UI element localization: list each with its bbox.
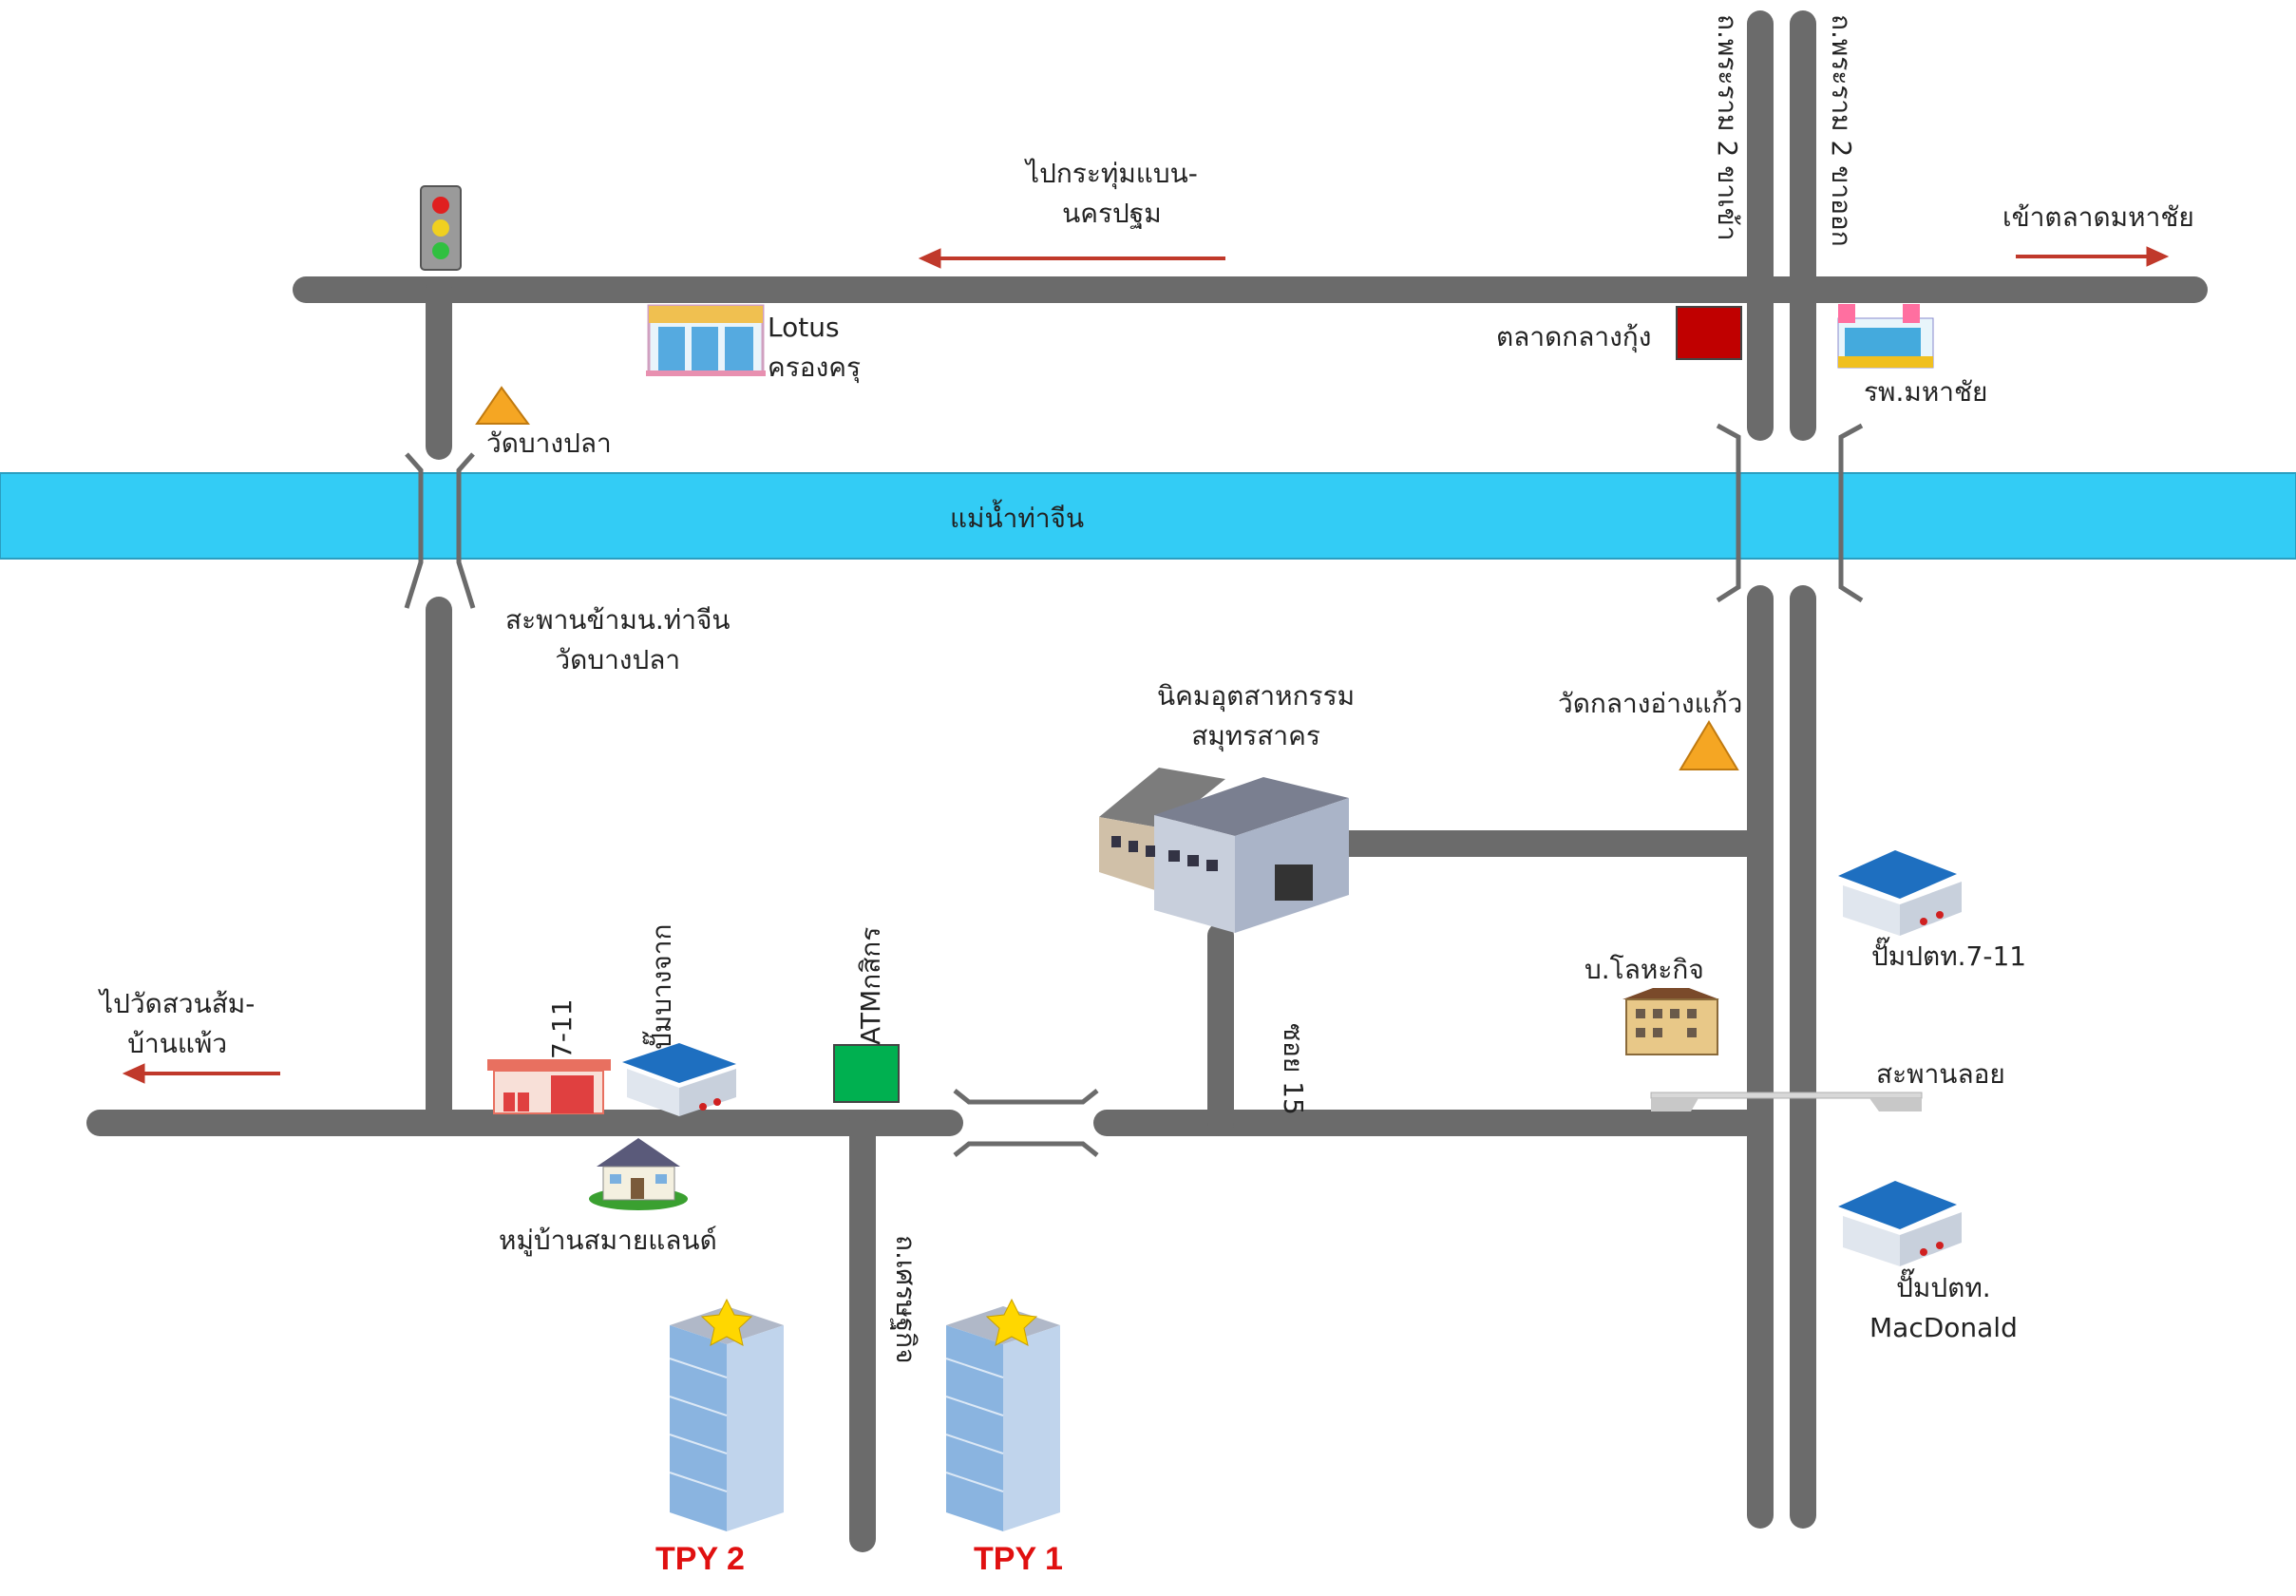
label-floating-bridge: สะพานลอย bbox=[1876, 1058, 2005, 1090]
label-wat-bang-pla: วัดบางปลา bbox=[486, 428, 612, 459]
label-atm-kasikorn: ATMกสิกร bbox=[855, 926, 886, 1045]
label-bridge-wat-bang-pla: สะพานข้ามน.ท่าจีน วัดบางปลา bbox=[505, 604, 731, 675]
arrow-left-icon bbox=[122, 1063, 280, 1084]
traffic-light-icon bbox=[420, 185, 462, 271]
label-ptt-macdonald: ปั๊มปตท. MacDonald bbox=[1869, 1272, 2018, 1343]
label-tpy1: TPY 1 bbox=[974, 1541, 1063, 1577]
label-lohakit: บ.โลหะกิจ bbox=[1584, 954, 1704, 985]
label-to-wat-suan-som: ไปวัดสวนส้ม- บ้านแพ้ว bbox=[100, 988, 256, 1059]
road-network bbox=[86, 10, 2208, 1552]
bridge-rama2 bbox=[1716, 423, 1864, 603]
label-lotus: Lotus ครองครุ bbox=[768, 312, 862, 383]
label-mahachai-hospital: รพ.มหาชัย bbox=[1864, 376, 1988, 408]
atm-icon bbox=[833, 1044, 900, 1103]
gas-station-icon bbox=[1838, 850, 1962, 936]
label-industrial-estate: นิคมอุตสาหกรรม สมุทรสาคร bbox=[1157, 680, 1356, 751]
house-icon bbox=[589, 1138, 688, 1210]
gas-station-icon bbox=[1838, 1181, 1962, 1266]
label-tpy2: TPY 2 bbox=[655, 1541, 745, 1577]
temple-icon bbox=[475, 386, 530, 425]
label-wat-klang-ang-kaeo: วัดกลางอ่างแก้ว bbox=[1558, 688, 1743, 719]
bridge-wat-bang-pla bbox=[404, 452, 476, 609]
temple-icon bbox=[1679, 720, 1739, 770]
label-ptt-711: ปั๊มปตท.7-11 bbox=[1871, 940, 2027, 972]
office-building-icon bbox=[1622, 988, 1719, 1055]
factory-icon bbox=[1099, 768, 1349, 933]
label-thanon-setthakit: ถ.เศรษฐกิจ bbox=[890, 1235, 921, 1364]
star-icon bbox=[700, 1298, 753, 1346]
convenience-store-icon bbox=[487, 1059, 611, 1114]
label-rama2-outbound: ถ.พระราม 2 ขาออก bbox=[1826, 14, 1857, 247]
label-soi-15: ซอย 15 bbox=[1278, 1023, 1309, 1115]
gas-station-icon bbox=[622, 1043, 736, 1116]
arrow-right-icon bbox=[2016, 246, 2170, 267]
bridge-bottom-road bbox=[953, 1089, 1099, 1157]
pedestrian-bridge-icon bbox=[1650, 1092, 1923, 1112]
market-icon bbox=[1676, 306, 1742, 360]
convenience-store-icon bbox=[646, 304, 766, 376]
label-to-krathum-baen: ไปกระทุ่มแบน- นครปฐม bbox=[1026, 158, 1198, 229]
tower-building-icon bbox=[669, 1306, 784, 1531]
label-samai-land: หมู่บ้านสมายแลนด์ bbox=[499, 1225, 717, 1256]
river-tha-chin bbox=[0, 472, 2296, 560]
hospital-icon bbox=[1837, 304, 1934, 369]
label-talad-klang-kung: ตลาดกลางกุ้ง bbox=[1496, 321, 1652, 352]
label-rama2-inbound: ถ.พระราม 2 ขาเข้า bbox=[1712, 14, 1743, 241]
arrow-left-icon bbox=[918, 248, 1225, 269]
label-seven-eleven: 7-11 bbox=[546, 998, 578, 1059]
star-icon bbox=[985, 1298, 1038, 1346]
label-to-mahachai-market: เข้าตลาดมหาชัย bbox=[2002, 201, 2194, 233]
label-river: แม่น้ำท่าจีน bbox=[950, 503, 1085, 534]
label-pump-bang-chak: ปั๊มบางจาก bbox=[646, 923, 677, 1050]
